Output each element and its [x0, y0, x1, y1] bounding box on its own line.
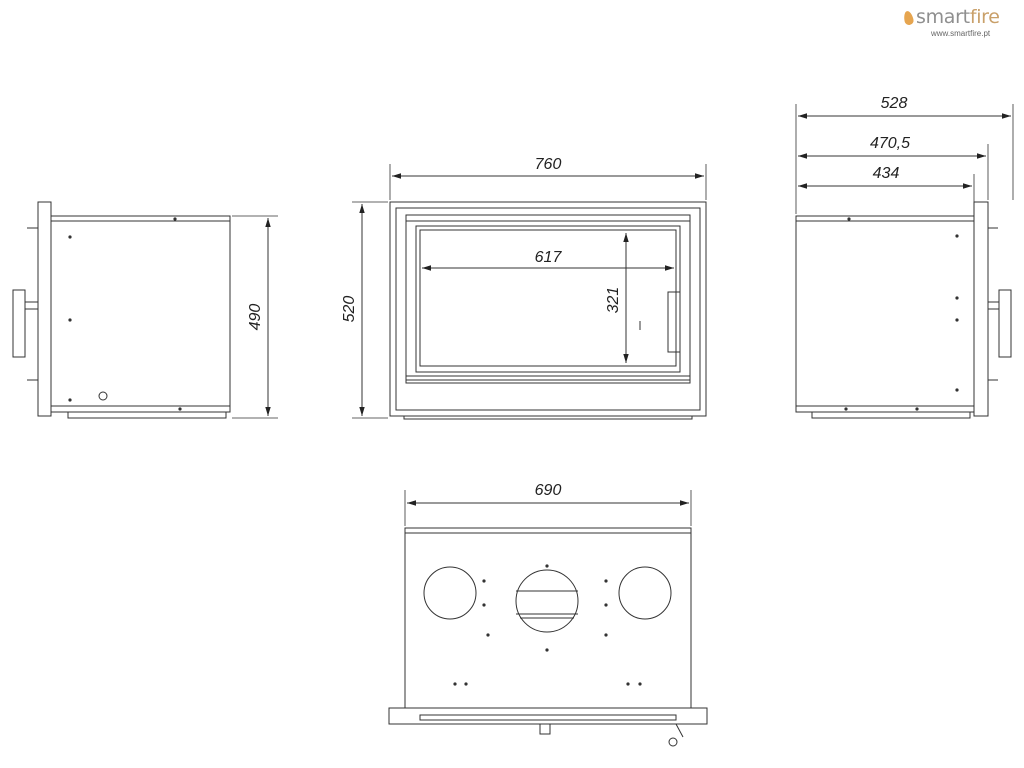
logo-brand-fire: fire — [969, 6, 1000, 28]
dim-right-depth-inner: 434 — [873, 165, 900, 182]
bolt-dots — [68, 217, 959, 686]
dim-glass-width: 617 — [535, 249, 563, 266]
left-side-view — [12, 201, 278, 419]
front-view — [352, 164, 707, 420]
dim-top-width: 690 — [535, 482, 562, 499]
logo-brand-smart: smart — [916, 6, 970, 28]
dim-front-width: 760 — [535, 156, 562, 173]
right-side-view — [795, 104, 1014, 419]
logo-brand: smartfire — [916, 6, 1000, 28]
dim-right-depth-mid: 470,5 — [870, 135, 910, 152]
dim-glass-height: 321 — [605, 287, 622, 314]
dim-front-height: 520 — [341, 296, 358, 323]
logo-url: www.smartfire.pt — [931, 29, 991, 38]
smartfire-logo: smartfire www.smartfire.pt — [902, 4, 1020, 42]
top-view — [388, 490, 708, 747]
dim-left-height: 490 — [247, 304, 264, 331]
dim-right-depth-total: 528 — [881, 95, 908, 112]
